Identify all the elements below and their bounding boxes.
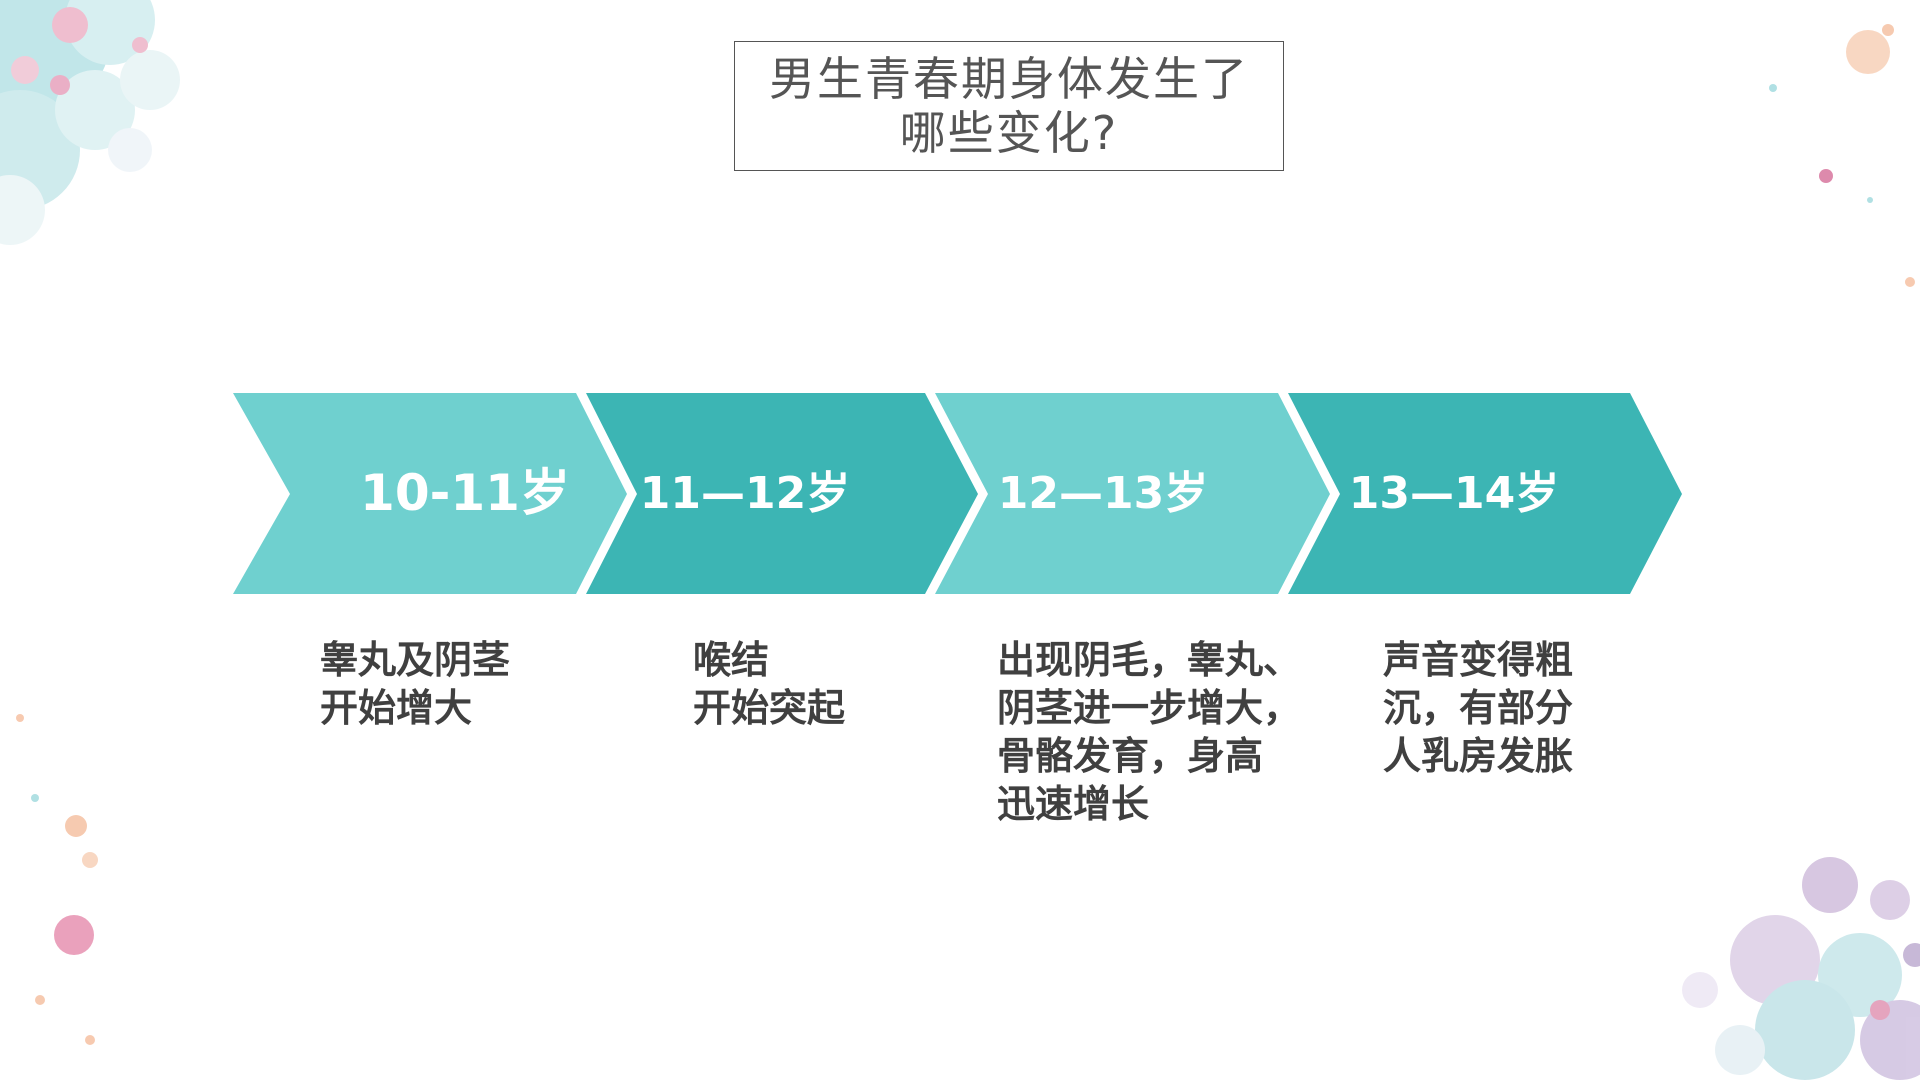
description-line: 骨骼发育，身高 (997, 734, 1264, 778)
title-line-1: 男生青春期身体发生了 (769, 52, 1249, 106)
description-line: 声音变得粗 (1383, 638, 1574, 682)
stage-3-label: 12—13岁 (998, 468, 1208, 519)
title-line-2: 哪些变化? (899, 106, 1119, 160)
stage-4-label: 13—14岁 (1349, 468, 1559, 519)
stage-1-description: 睾丸及阴茎 开始增大 (320, 636, 510, 732)
stage-2-label: 11—12岁 (640, 468, 850, 519)
description-line: 喉结 (693, 638, 770, 682)
description-line: 人乳房发胀 (1383, 734, 1574, 778)
stage-4-chevron (1288, 393, 1682, 594)
stage-3-chevron (935, 393, 1330, 594)
title-box: 男生青春期身体发生了 哪些变化? (734, 41, 1284, 171)
stage-2-description: 喉结 开始突起 (693, 636, 845, 732)
description-line: 开始增大 (320, 686, 473, 730)
description-line: 开始突起 (693, 686, 846, 730)
description-line: 阴茎进一步增大， (997, 686, 1302, 730)
stage-1-chevron (233, 393, 627, 594)
stage-3-description: 出现阴毛，睾丸、 阴茎进一步增大， 骨骼发育，身高 迅速增长 (997, 636, 1301, 828)
description-line: 迅速增长 (997, 782, 1150, 826)
description-line: 睾丸及阴茎 (320, 638, 511, 682)
stage-2-chevron (586, 393, 978, 594)
stage-1-label: 10-11岁 (360, 464, 570, 522)
stage-4-description: 声音变得粗 沉，有部分 人乳房发胀 (1383, 636, 1573, 780)
description-line: 出现阴毛，睾丸、 (997, 638, 1302, 682)
description-line: 沉，有部分 (1383, 686, 1574, 730)
